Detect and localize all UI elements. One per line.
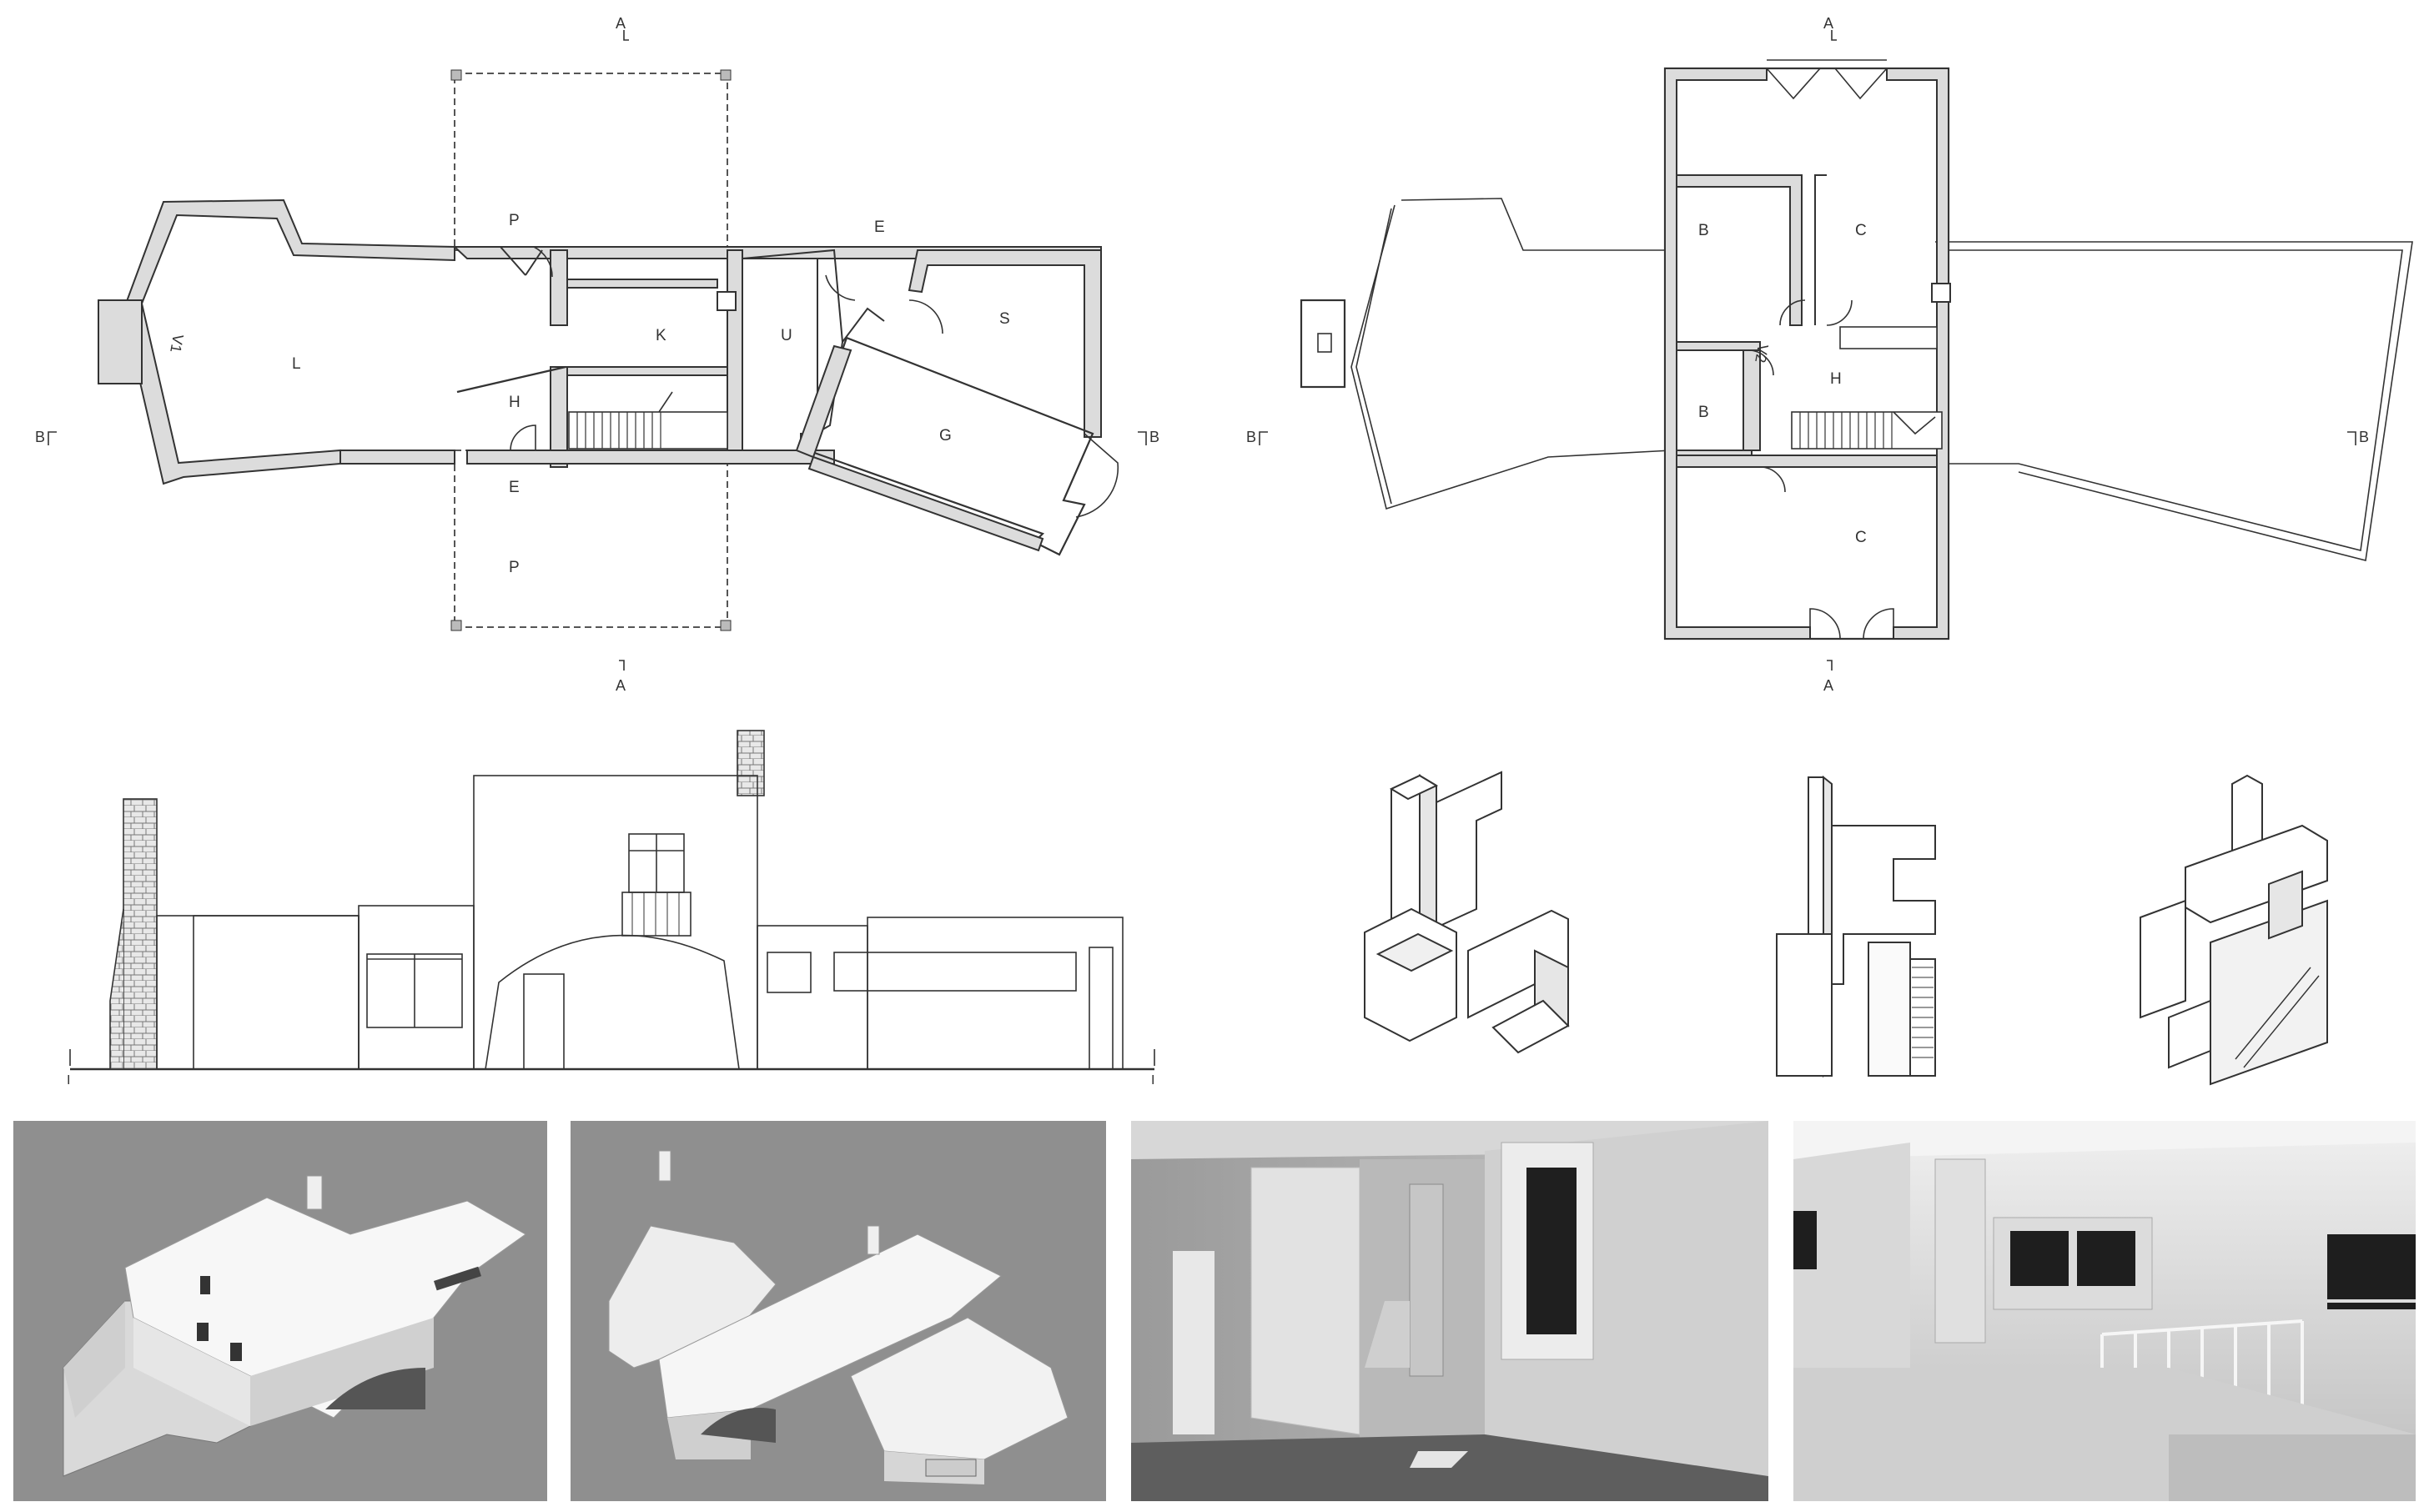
- axonometric-1: [1364, 771, 1570, 1054]
- void-label: V2: [1752, 343, 1772, 364]
- section-mark: B: [2359, 429, 2369, 445]
- section-mark: A: [616, 15, 626, 32]
- room-label: C: [1855, 529, 1867, 546]
- upper-floor-plan: B C H B C V2 A A B B: [1246, 15, 2413, 694]
- axonometric-3: [2140, 774, 2328, 1086]
- room-label: G: [939, 427, 952, 445]
- garage-walls: [806, 336, 1094, 556]
- render-exterior-1: [13, 1121, 547, 1501]
- room-label: C: [1855, 222, 1867, 239]
- upper-chimney: [1300, 299, 1346, 389]
- render-interior-1: [1131, 1121, 1768, 1501]
- render-exterior-2: [571, 1121, 1106, 1501]
- elevation-end-mark: I: [1151, 1073, 1154, 1088]
- section-mark: B: [35, 429, 45, 445]
- room-label: B: [1698, 222, 1709, 239]
- room-label: K: [656, 327, 666, 344]
- section-mark: B: [1149, 429, 1159, 445]
- section-mark: B: [1246, 429, 1256, 445]
- section-mark: A: [616, 677, 626, 694]
- room-label: E: [509, 479, 520, 496]
- upper-section-marks: A A B B: [1246, 15, 2369, 694]
- axonometric-2: [1776, 775, 1936, 1078]
- void-label: V1: [167, 333, 187, 354]
- front-elevation: I I: [67, 730, 1155, 1088]
- section-mark: A: [1823, 15, 1833, 32]
- elevation-chimney-left: [123, 798, 158, 1070]
- room-label: P: [509, 212, 520, 229]
- room-label: E: [874, 219, 885, 236]
- room-label: H: [509, 394, 520, 411]
- room-label: H: [1830, 370, 1842, 388]
- ground-floor-plan: P L K U E S H G E P V1 A A B B: [35, 15, 1159, 694]
- elevation-tower: [473, 775, 758, 1070]
- render-interior-2: [1793, 1121, 2416, 1501]
- room-label: S: [999, 310, 1010, 328]
- ground-section-marks: A A B B: [35, 15, 1159, 694]
- porch-south-outline: [454, 450, 728, 628]
- elevation-end-mark: I: [67, 1073, 70, 1088]
- porch-north-outline: [454, 73, 728, 251]
- ground-floor-room-labels: P L K U E S H G E P V1: [167, 212, 1009, 576]
- fireplace: [98, 299, 143, 384]
- room-label: U: [781, 327, 792, 344]
- section-mark: A: [1823, 677, 1833, 694]
- room-label: L: [292, 355, 301, 373]
- room-label: P: [509, 559, 520, 576]
- elevation-chimney-right: [737, 730, 765, 796]
- upper-stair: [1791, 411, 1943, 450]
- room-label: B: [1698, 404, 1709, 421]
- ground-stair: [568, 391, 728, 450]
- living-room-walls: [122, 198, 455, 485]
- upper-floor-room-labels: B C H B C V2: [1698, 222, 1867, 546]
